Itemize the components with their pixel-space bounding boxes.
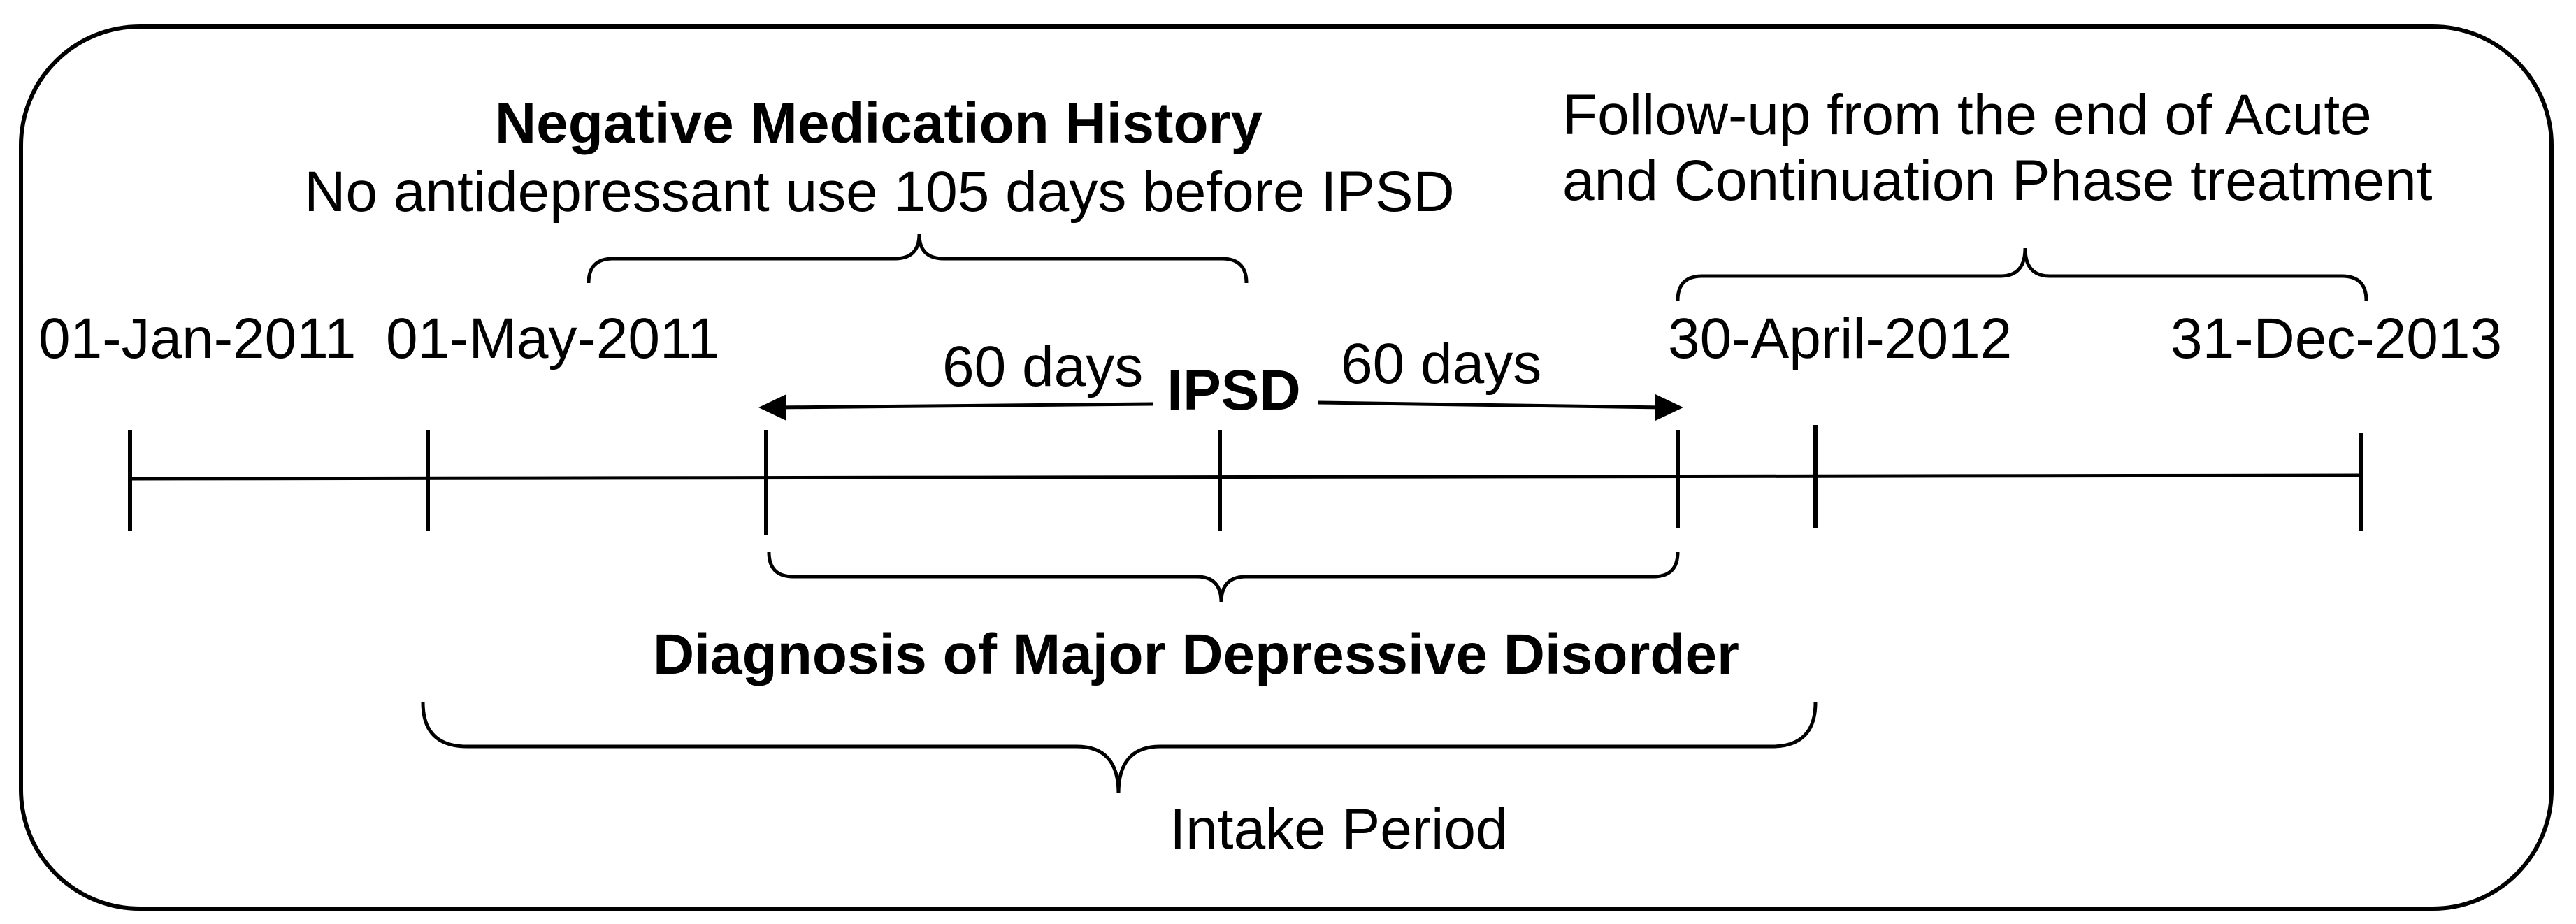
arrow-left-head: [758, 394, 786, 421]
diagnosis-label: Diagnosis of Major Depressive Disorder: [653, 623, 1739, 686]
followup-bracket: [1676, 247, 2368, 301]
outer-frame: [19, 24, 2554, 911]
date-intake-start: 01-May-2011: [386, 307, 720, 370]
date-end: 31-Dec-2013: [2171, 307, 2503, 370]
date-start: 01-Jan-2011: [38, 307, 357, 370]
negative-history-subtitle: No antidepressant use 105 days before IP…: [304, 160, 1455, 224]
followup-line-2: and Continuation Phase treatment: [1562, 149, 2433, 212]
intake-period-label: Intake Period: [1170, 797, 1508, 861]
arrow-after-line: [1317, 400, 1664, 410]
diagnosis-bracket: [767, 551, 1680, 603]
days-after-label: 60 days: [1341, 332, 1542, 396]
negative-history-title: Negative Medication History: [494, 92, 1263, 155]
ipsd-label: IPSD: [1167, 359, 1301, 422]
days-before-label: 60 days: [942, 335, 1144, 398]
followup-line-1: Follow-up from the end of Acute: [1562, 83, 2372, 147]
negative-history-bracket: [587, 233, 1249, 284]
timeline-axis: [129, 473, 2362, 481]
date-intake-end: 30-April-2012: [1668, 307, 2013, 370]
intake-bracket: [421, 702, 1818, 794]
arrow-right-head: [1655, 394, 1683, 421]
arrow-before-line: [775, 402, 1154, 410]
